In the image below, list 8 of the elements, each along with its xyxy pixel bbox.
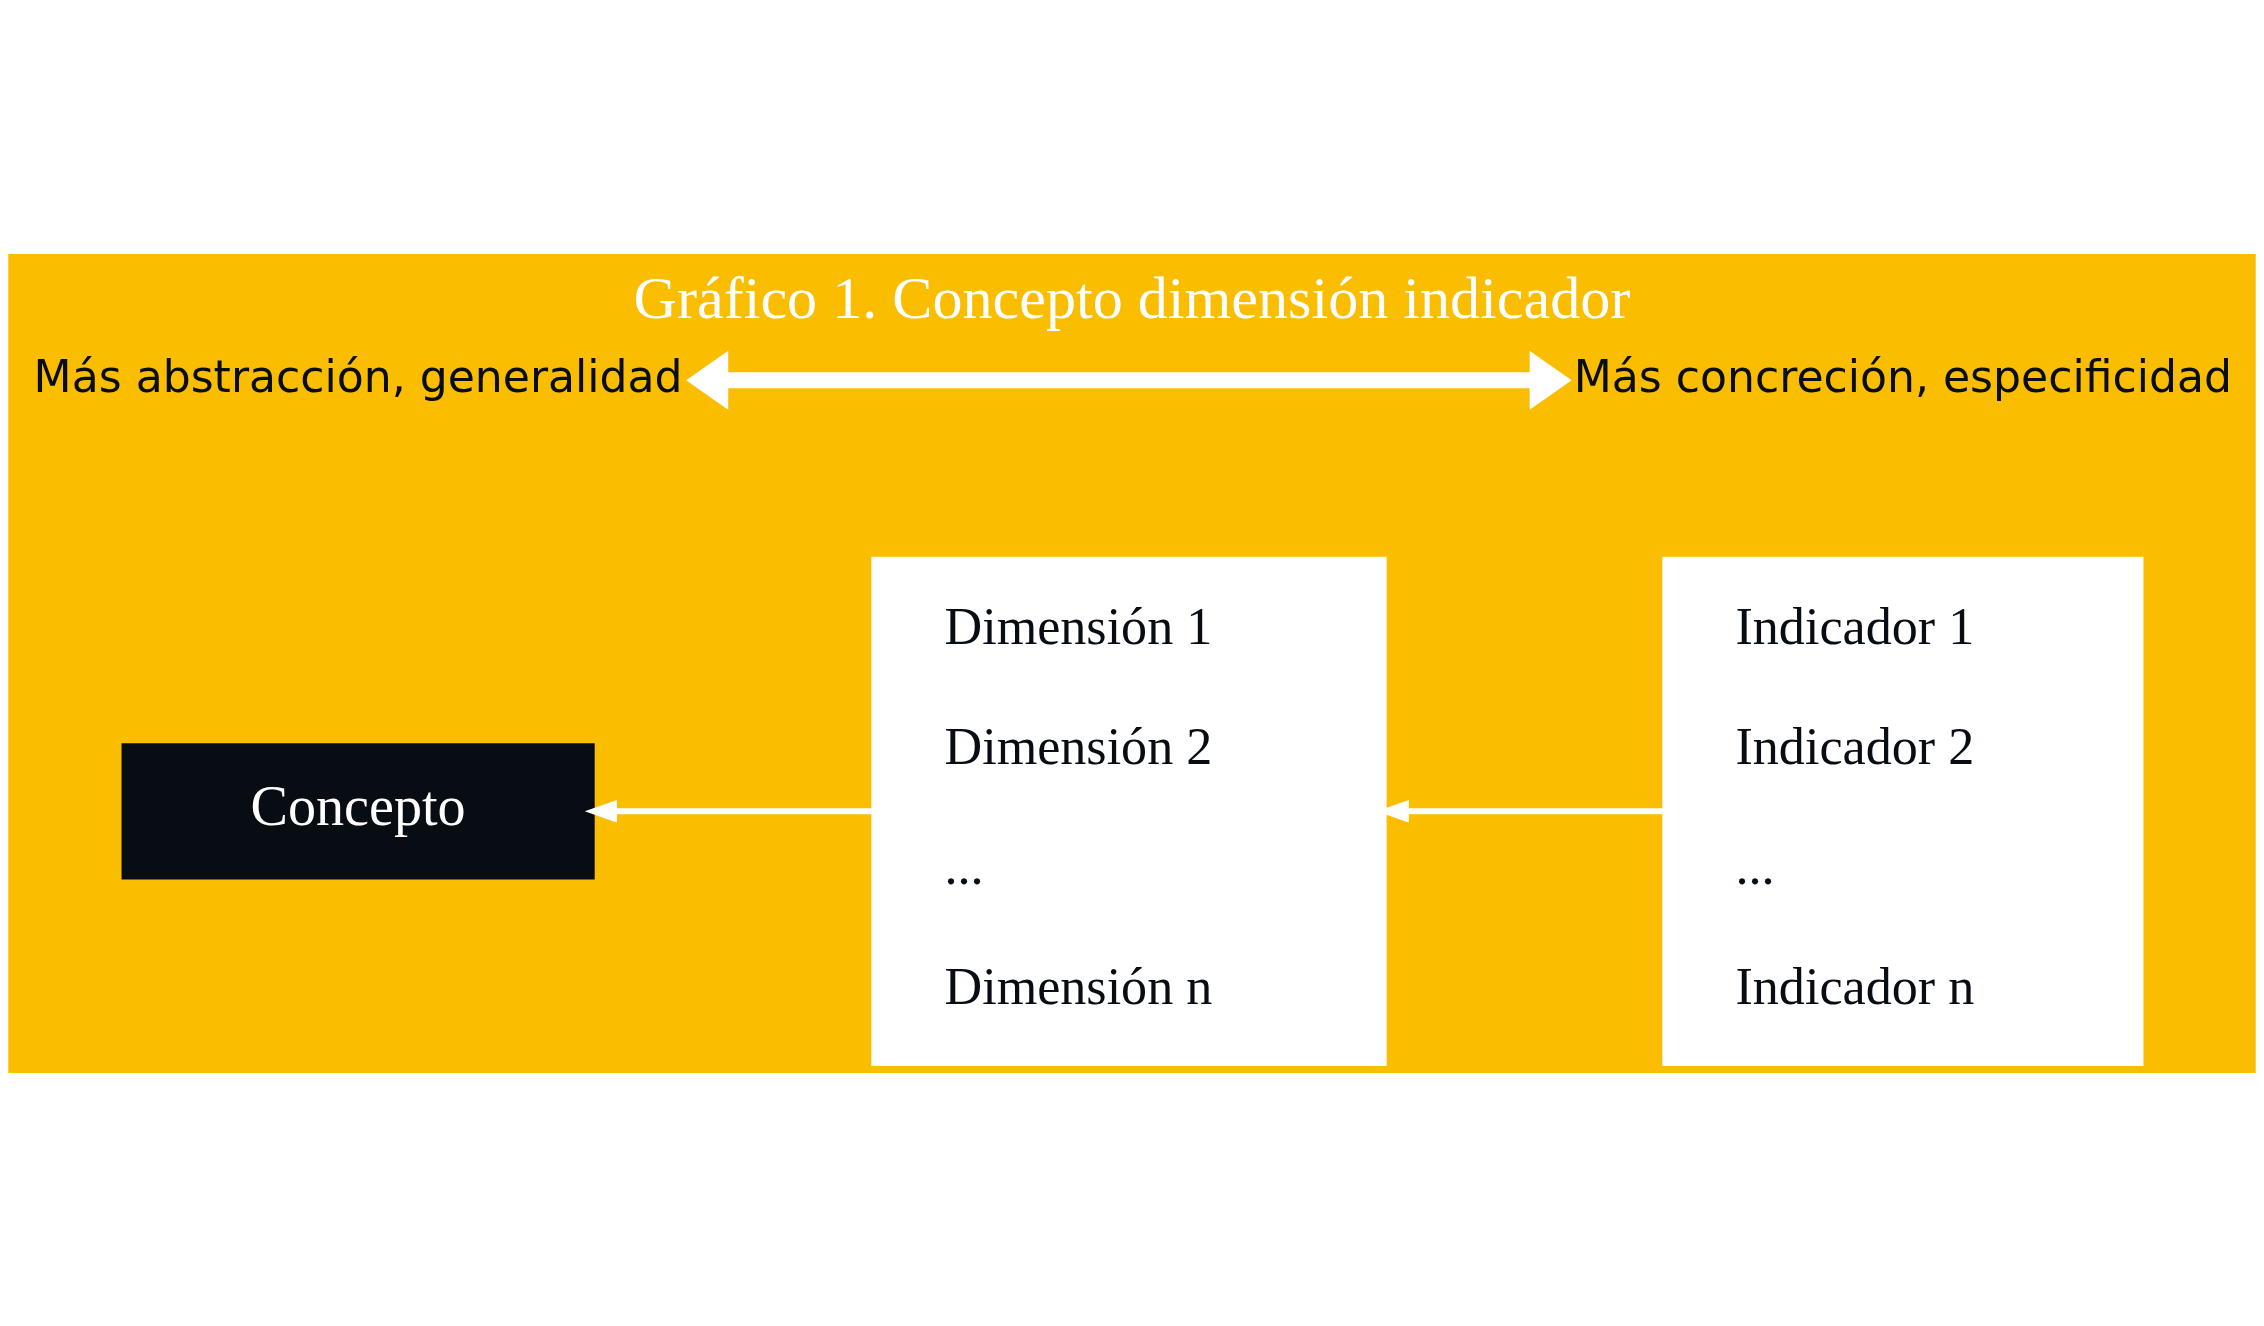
node-box: Concepto xyxy=(121,742,595,880)
node-text: Más abstracción, generalidad xyxy=(33,350,683,402)
node-box: Dimensión 1 Dimensión 2 ... Dimensión n xyxy=(871,556,1387,1066)
node-box: Indicador 1 Indicador 2 ... Indicador n xyxy=(1662,556,2144,1066)
arrow xyxy=(686,350,1572,410)
node-text: Más concreción, especificidad xyxy=(1573,350,2232,402)
arrow xyxy=(584,799,872,823)
diagram-title: Gráfico 1. Concepto dimensión indicador xyxy=(633,263,1631,331)
